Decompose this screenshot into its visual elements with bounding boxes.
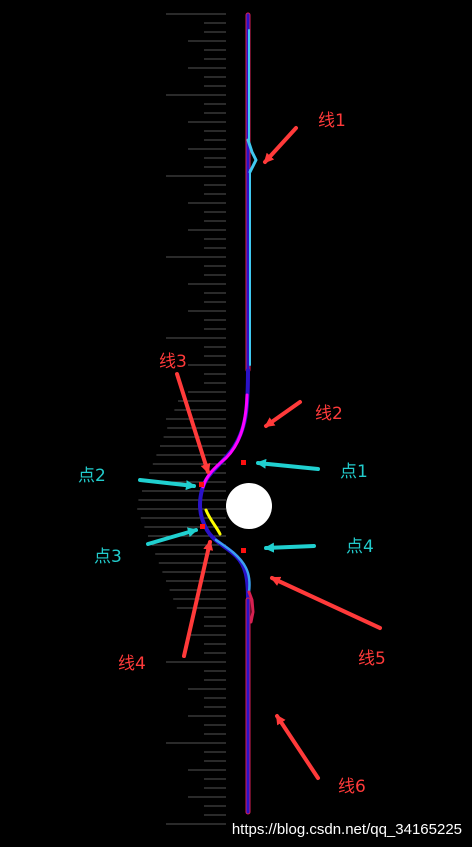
marker-point4 [241, 548, 246, 553]
path-curve-left [197, 488, 209, 532]
label-line1: 线1 [318, 111, 346, 131]
path-kink-line1 [246, 138, 258, 174]
marker-point1 [241, 460, 246, 465]
path-segment-top-highlight [248, 29, 251, 366]
path-curve-lower-cyan [214, 538, 251, 594]
arrow-line2 [264, 400, 302, 428]
arrow-line4 [182, 540, 214, 658]
obstacle-circle [226, 483, 272, 529]
line-arrows [175, 126, 382, 780]
label-point4: 点4 [346, 537, 374, 557]
label-point1: 点1 [340, 462, 368, 482]
arrow-point4 [264, 542, 316, 553]
path-line [197, 12, 258, 815]
arrow-point3 [146, 527, 198, 546]
ruler-ticks [137, 13, 226, 825]
label-point3: 点3 [94, 547, 122, 567]
path-curve-upper-magenta [201, 393, 249, 489]
marker-point3 [200, 524, 205, 529]
label-line2: 线2 [315, 404, 343, 424]
marker-point2 [199, 482, 204, 487]
label-point2: 点2 [78, 466, 106, 486]
arrow-point1 [256, 458, 320, 471]
label-line3: 线3 [159, 352, 187, 372]
path-curve-left-yellow [204, 508, 222, 536]
arrow-line6 [275, 714, 320, 780]
arrow-line3 [175, 372, 211, 474]
label-line5: 线5 [358, 649, 386, 669]
label-line4: 线4 [118, 654, 146, 674]
point-markers [199, 460, 246, 553]
point-arrows [138, 458, 320, 553]
label-line6: 线6 [338, 777, 366, 797]
path-kink-line5 [247, 590, 255, 624]
arrow-line5 [270, 576, 382, 630]
watermark: https://blog.csdn.net/qq_34165225 [232, 821, 462, 838]
labels: 线1 线2 线3 线4 线5 线6 点1 点2 点3 点4 [78, 111, 386, 797]
arrow-line1 [263, 126, 298, 164]
arrow-point2 [138, 478, 196, 491]
